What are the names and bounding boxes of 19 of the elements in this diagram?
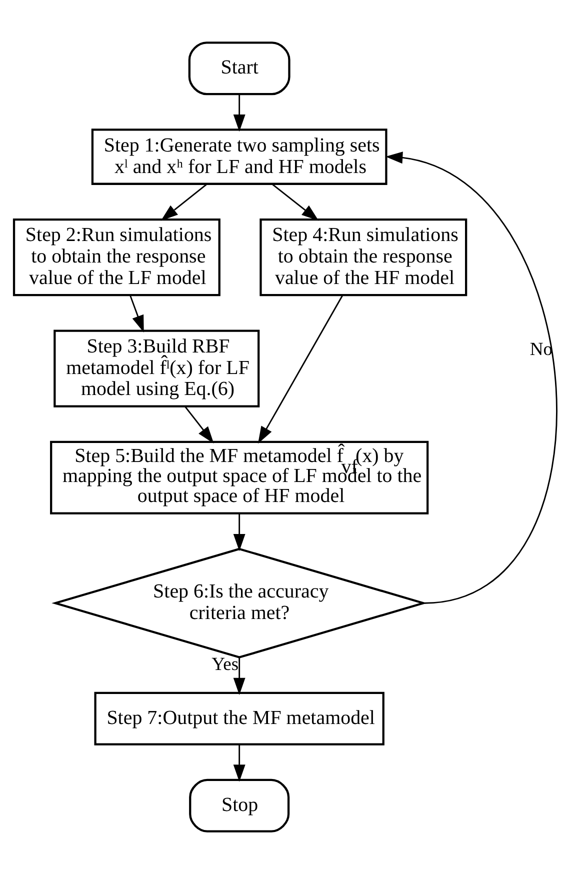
- arrow: [233, 744, 246, 782]
- arrow: [130, 294, 144, 332]
- arrow: [233, 94, 246, 132]
- node-box: Step 3:Build RBF metamodel f̂ˡ(x) for LF model using Eq.(6): [54, 329, 260, 407]
- arrow: [385, 151, 557, 604]
- node-box: Step 1:Generate two sampling sets xˡ and xʰ for LF and HF models: [91, 128, 388, 184]
- node-box: Step 2:Run simulations to obtain the response value of the LF model: [12, 218, 220, 296]
- node-box: Stop: [189, 778, 290, 832]
- arrow: [184, 406, 214, 443]
- node-box: Step 7:Output the MF metamodel: [94, 691, 384, 745]
- arrow: [233, 513, 246, 551]
- edge-label: No: [530, 338, 552, 360]
- arrow: [272, 183, 319, 220]
- node-box: Step 4:Run simulations to obtain the response value of the HF model: [260, 218, 468, 296]
- arrow: [258, 294, 344, 444]
- arrow: [233, 657, 246, 694]
- node-diamond: Step 6:Is the accuracy criteria met?: [52, 547, 428, 658]
- node-box: Start: [188, 41, 290, 95]
- arrow: [160, 183, 207, 220]
